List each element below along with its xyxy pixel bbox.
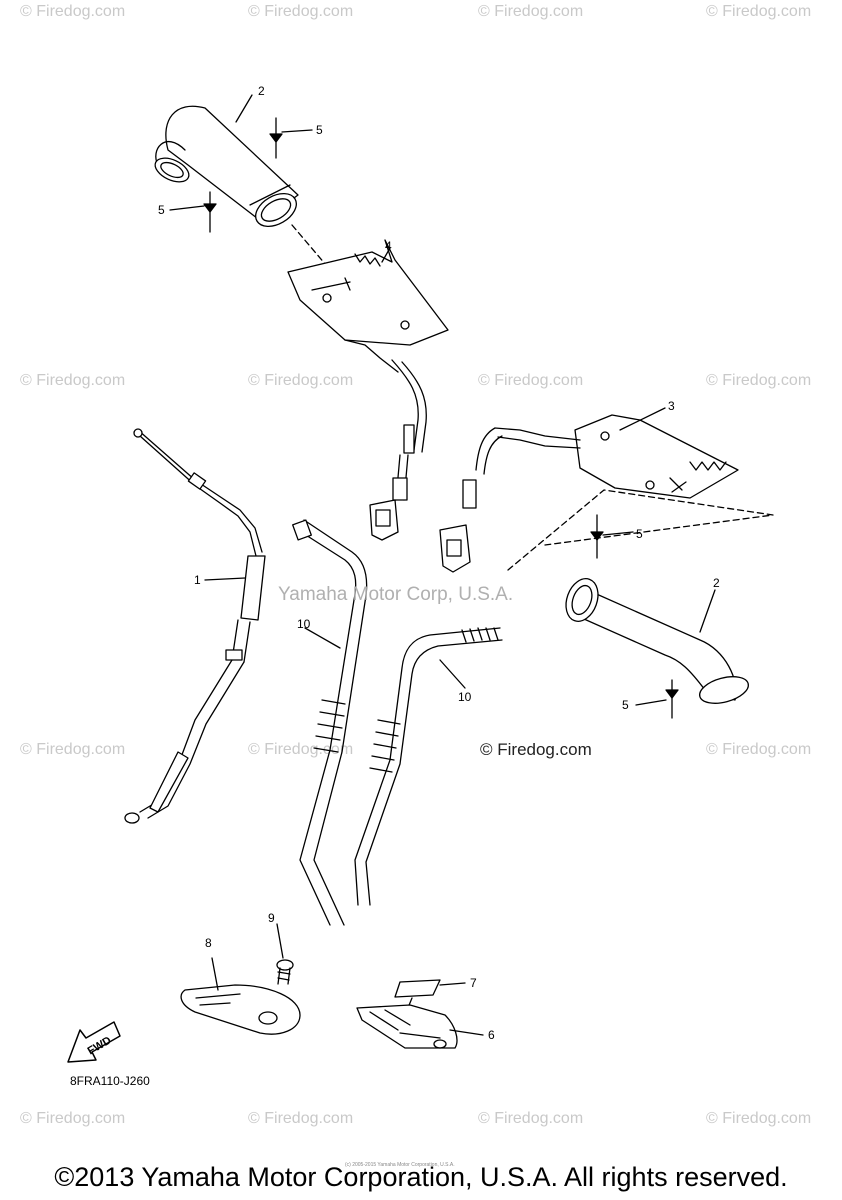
heater-element-upper xyxy=(287,239,449,373)
callout-label: 4 xyxy=(385,239,392,253)
alignment-outline xyxy=(507,489,774,571)
diagram-code: 8FRA110-J260 xyxy=(70,1074,150,1088)
watermark: © Firedog.com xyxy=(20,372,126,389)
callout-label: 5 xyxy=(158,203,165,217)
callout-label: 8 xyxy=(205,936,212,950)
rivet-upper-left xyxy=(169,191,217,233)
callout-label: 5 xyxy=(316,123,323,137)
watermark: © Firedog.com xyxy=(478,1110,584,1127)
callout-label: 3 xyxy=(668,399,675,413)
grip-end-cover xyxy=(180,957,301,1035)
watermark: © Firedog.com xyxy=(478,3,584,20)
small-notice: (c) 2005-2015 Yamaha Motor Corporation, … xyxy=(345,1162,455,1168)
callout-label: 10 xyxy=(297,617,311,631)
rivet-lower-lower xyxy=(635,679,679,719)
watermark: © Firedog.com xyxy=(248,3,354,20)
watermark: © Firedog.com xyxy=(20,3,126,20)
callout-label: 5 xyxy=(636,527,643,541)
heater-wire-right xyxy=(354,627,503,906)
heater-wire-left xyxy=(292,519,368,926)
grip-lower xyxy=(565,578,749,704)
wire-right xyxy=(439,427,503,573)
watermark: © Firedog.com xyxy=(706,1110,812,1127)
mid-watermark: © Firedog.com xyxy=(480,740,592,759)
callout-label: 2 xyxy=(713,576,720,590)
watermark: © Firedog.com xyxy=(706,3,812,20)
callout-label: 9 xyxy=(268,911,275,925)
callout-label: 2 xyxy=(258,84,265,98)
watermark: © Firedog.com xyxy=(706,372,812,389)
watermark: © Firedog.com xyxy=(248,372,354,389)
screw xyxy=(276,923,294,985)
center-watermark: Yamaha Motor Corp, U.S.A. xyxy=(278,584,514,605)
callout-label: 7 xyxy=(470,976,477,990)
callout-label: 10 xyxy=(458,690,472,704)
cable xyxy=(124,428,266,824)
callout-label: 6 xyxy=(488,1028,495,1042)
callout-label: 5 xyxy=(622,698,629,712)
switch-housing xyxy=(356,1004,484,1049)
rivet-lower-upper xyxy=(590,514,634,559)
watermark: © Firedog.com xyxy=(706,741,812,758)
grip-upper xyxy=(154,94,299,228)
alignment-line xyxy=(291,224,327,266)
copyright-notice: ©2013 Yamaha Motor Corporation, U.S.A. A… xyxy=(54,1162,788,1192)
callout-label: 1 xyxy=(194,573,201,587)
rivet-upper-right xyxy=(269,117,313,159)
watermark: © Firedog.com xyxy=(20,741,126,758)
heater-element-right xyxy=(494,407,739,499)
watermark: © Firedog.com xyxy=(478,372,584,389)
watermark: © Firedog.com xyxy=(248,741,354,758)
watermark: © Firedog.com xyxy=(248,1110,354,1127)
wire-upper xyxy=(369,359,427,541)
watermark: © Firedog.com xyxy=(20,1110,126,1127)
forward-arrow xyxy=(67,1021,121,1063)
